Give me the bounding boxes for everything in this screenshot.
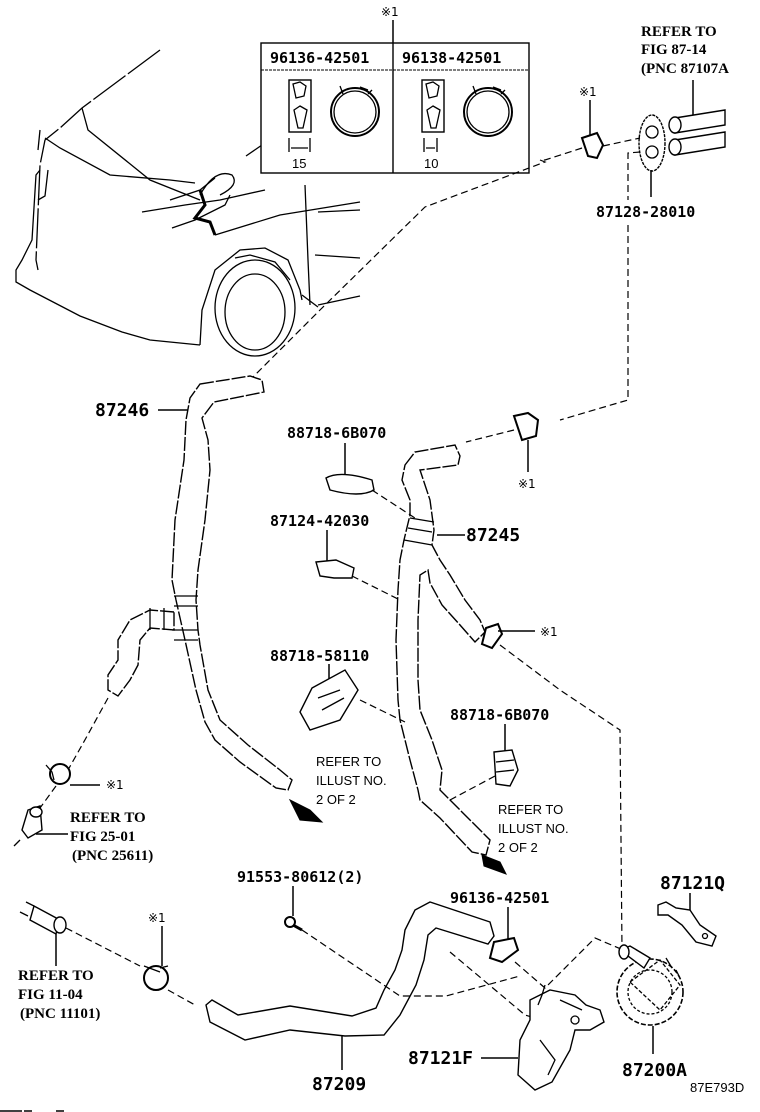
reference-line2: FIG 25-01 bbox=[70, 829, 135, 845]
hose-clamp-ring-icon bbox=[463, 85, 513, 137]
hose-87209[interactable] bbox=[205, 901, 495, 1041]
part-label-87209[interactable]: 87209 bbox=[312, 1074, 366, 1095]
part-label-88718-6B070-upper[interactable]: 88718-6B070 bbox=[287, 424, 386, 442]
grommet-87128-icon[interactable] bbox=[638, 114, 666, 172]
reference-line1: REFER TO bbox=[641, 24, 717, 40]
note-mark: ※1 bbox=[148, 911, 166, 925]
clip-icon bbox=[421, 79, 445, 133]
hose-87246[interactable] bbox=[107, 375, 293, 791]
reference-line2: FIG 87-14 bbox=[641, 42, 707, 58]
illust-ref-line2: ILLUST NO. bbox=[316, 773, 387, 788]
inset-part-number-1[interactable]: 96136-42501 bbox=[270, 49, 369, 67]
reference-line1: REFER TO bbox=[70, 810, 146, 826]
illust-ref-line2: ILLUST NO. bbox=[498, 821, 569, 836]
bolt-icon[interactable] bbox=[284, 916, 303, 932]
inset-dimension-2: 10 bbox=[424, 156, 438, 171]
hose-clamp-icon[interactable] bbox=[45, 763, 71, 785]
inset-dimension-1: 15 bbox=[292, 156, 306, 171]
hose-clamp-icon[interactable] bbox=[480, 622, 504, 650]
clip-88718-6B070-icon[interactable] bbox=[493, 749, 519, 787]
clip-icon bbox=[288, 79, 312, 133]
note-mark: ※1 bbox=[579, 85, 597, 99]
illust-ref-line3: 2 OF 2 bbox=[316, 792, 356, 807]
illust-reference-2[interactable]: REFER TO ILLUST NO. 2 OF 2 bbox=[498, 802, 569, 855]
pipe-fitting-icon bbox=[19, 901, 67, 936]
note-mark: ※1 bbox=[540, 625, 558, 639]
hose-clamp-icon[interactable] bbox=[488, 936, 520, 964]
note-mark: ※1 bbox=[106, 778, 124, 792]
hose-87245[interactable] bbox=[395, 444, 491, 856]
reference-line3: (PNC 11101) bbox=[20, 1006, 100, 1022]
inset-part-number-2[interactable]: 96138-42501 bbox=[402, 49, 501, 67]
part-label-87200A[interactable]: 87200A bbox=[622, 1060, 687, 1081]
illust-ref-line1: REFER TO bbox=[316, 754, 381, 769]
part-label-91553-80612[interactable]: 91553-80612(2) bbox=[237, 868, 363, 886]
illust-reference-1[interactable]: REFER TO ILLUST NO. 2 OF 2 bbox=[316, 754, 387, 807]
hose-clamp-icon[interactable] bbox=[512, 411, 540, 442]
arrow-icon bbox=[288, 798, 324, 823]
reference-line3: (PNC 25611) bbox=[72, 848, 153, 864]
part-label-87124-42030[interactable]: 87124-42030 bbox=[270, 512, 369, 530]
clip-88718-58110-icon[interactable] bbox=[299, 669, 359, 731]
illust-ref-line3: 2 OF 2 bbox=[498, 840, 538, 855]
top-right-reference[interactable]: REFER TO FIG 87-14 (PNC 87107A bbox=[641, 24, 729, 77]
clamp-87124-42030-icon[interactable] bbox=[315, 559, 355, 579]
hose-clamp-ring-icon bbox=[330, 85, 380, 137]
left-bottom-reference[interactable]: REFER TO FIG 11-04 (PNC 11101) bbox=[18, 968, 100, 1022]
figure-code: 87E793D bbox=[690, 1080, 744, 1095]
part-label-88718-58110[interactable]: 88718-58110 bbox=[270, 647, 369, 665]
hose-clamp-icon[interactable] bbox=[580, 131, 605, 160]
part-label-96136-42501[interactable]: 96136-42501 bbox=[450, 889, 549, 907]
part-label-87245[interactable]: 87245 bbox=[466, 525, 520, 546]
part-label-88718-6B070-lower[interactable]: 88718-6B070 bbox=[450, 706, 549, 724]
note-mark: ※1 bbox=[518, 477, 536, 491]
reference-line3: (PNC 87107A bbox=[641, 61, 729, 77]
part-label-87121F[interactable]: 87121F bbox=[408, 1048, 473, 1069]
illust-ref-line1: REFER TO bbox=[498, 802, 563, 817]
arrow-icon bbox=[481, 854, 508, 875]
reference-line2: FIG 11-04 bbox=[18, 987, 83, 1003]
reference-line1: REFER TO bbox=[18, 968, 94, 984]
part-label-87246[interactable]: 87246 bbox=[95, 400, 149, 421]
pipe-fitting-icon bbox=[668, 109, 726, 156]
left-mid-reference[interactable]: REFER TO FIG 25-01 (PNC 25611) bbox=[70, 810, 153, 864]
part-label-87128-28010[interactable]: 87128-28010 bbox=[596, 203, 695, 221]
pipe-fitting-icon bbox=[13, 805, 43, 847]
bracket-87121F-icon[interactable] bbox=[517, 984, 605, 1091]
bracket-87121Q-icon[interactable] bbox=[657, 901, 717, 947]
vehicle-front-illustration bbox=[15, 49, 361, 357]
clamp-inset-table: ※1 96136-42501 96138-42501 15 10 bbox=[260, 5, 530, 174]
clip-88718-6B070-icon[interactable] bbox=[325, 473, 375, 495]
part-label-87121Q[interactable]: 87121Q bbox=[660, 873, 725, 894]
pump-87200A-icon[interactable] bbox=[616, 944, 684, 1026]
hose-clamp-icon[interactable] bbox=[143, 965, 169, 991]
inset-note-mark: ※1 bbox=[381, 5, 399, 19]
